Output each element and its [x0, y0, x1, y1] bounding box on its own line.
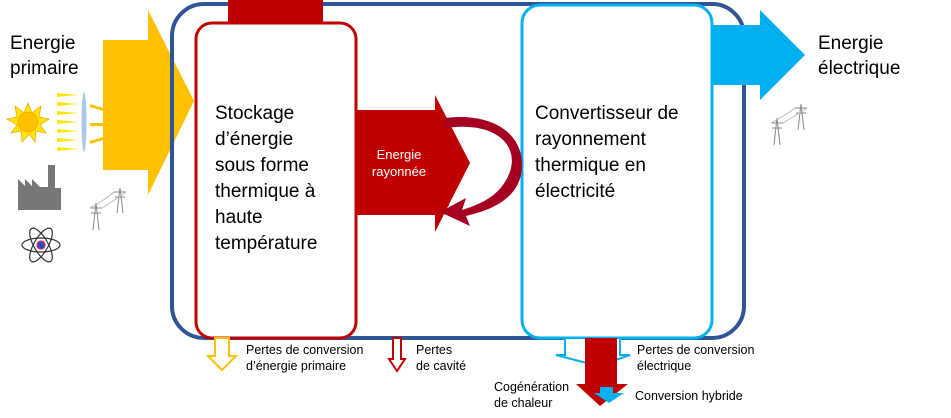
primary-loss-arrow	[205, 337, 239, 372]
storage-line: température	[215, 233, 318, 254]
radiated-energy-arrow	[356, 95, 470, 232]
radiated-line1: Energie	[376, 147, 422, 162]
storage-box-text: Stockage d’énergie sous forme thermique …	[215, 101, 317, 257]
cogeneration-label: Cogénération de chaleur	[494, 379, 569, 411]
system-boundary	[170, 2, 746, 340]
radiated-energy-label: Energie rayonnée	[364, 146, 434, 180]
electric-energy-label: Energie électrique	[818, 31, 900, 81]
primary-loss-line2: d’énergie primaire	[246, 359, 347, 373]
reflection-curved-arrow	[440, 116, 523, 226]
sun-icon	[6, 102, 50, 143]
concentrated-rays-icon	[90, 104, 103, 144]
sun-rays-icon	[57, 93, 78, 151]
cogeneration-arrow	[576, 338, 628, 406]
electric-loss-label: Pertes de conversion électrique	[637, 342, 754, 374]
radiated-line2: rayonnée	[371, 164, 427, 179]
storage-line: haute	[215, 207, 263, 228]
cavity-loss-arrow	[387, 337, 407, 373]
primary-energy-arrow	[103, 10, 194, 195]
storage-line: d’énergie	[215, 129, 294, 150]
atom-icon	[21, 227, 61, 263]
electric-energy-line1: Energie	[818, 33, 884, 54]
hybrid-conversion-arrow	[594, 387, 624, 403]
storage-line: sous forme	[215, 155, 309, 176]
primary-loss-label: Pertes de conversion d’énergie primaire	[246, 342, 363, 374]
electric-energy-arrow	[712, 10, 805, 100]
converter-line: thermique en	[535, 155, 646, 176]
hybrid-conversion-label: Conversion hybride	[635, 389, 743, 403]
cavity-loss-label: Pertes de cavité	[416, 342, 466, 374]
primary-loss-line1: Pertes de conversion	[246, 343, 364, 357]
electric-energy-line2: électrique	[818, 58, 901, 79]
storage-line: Stockage	[215, 103, 295, 124]
primary-energy-line1: Energie	[10, 33, 76, 54]
power-pylons-icon	[89, 187, 127, 231]
converter-line: Convertisseur de	[535, 103, 679, 124]
cavity-loss-line2: de cavité	[416, 359, 467, 373]
cavity-loss-line1: Pertes	[416, 343, 453, 357]
power-pylons-icon-right	[770, 103, 808, 146]
electric-loss-line1: Pertes de conversion	[637, 343, 755, 357]
converter-line: électricité	[535, 181, 616, 202]
storage-line: thermique à	[215, 181, 316, 202]
cogeneration-line1: Cogénération	[494, 380, 570, 394]
primary-energy-label: Energie primaire	[10, 31, 79, 81]
cogeneration-line2: de chaleur	[494, 396, 553, 410]
lens-icon	[81, 92, 87, 152]
converter-box-text: Convertisseur de rayonnement thermique e…	[535, 101, 679, 205]
converter-line: rayonnement	[535, 129, 646, 150]
electric-loss-line2: électrique	[637, 359, 692, 373]
primary-energy-line2: primaire	[10, 58, 79, 79]
factory-icon	[18, 165, 61, 210]
